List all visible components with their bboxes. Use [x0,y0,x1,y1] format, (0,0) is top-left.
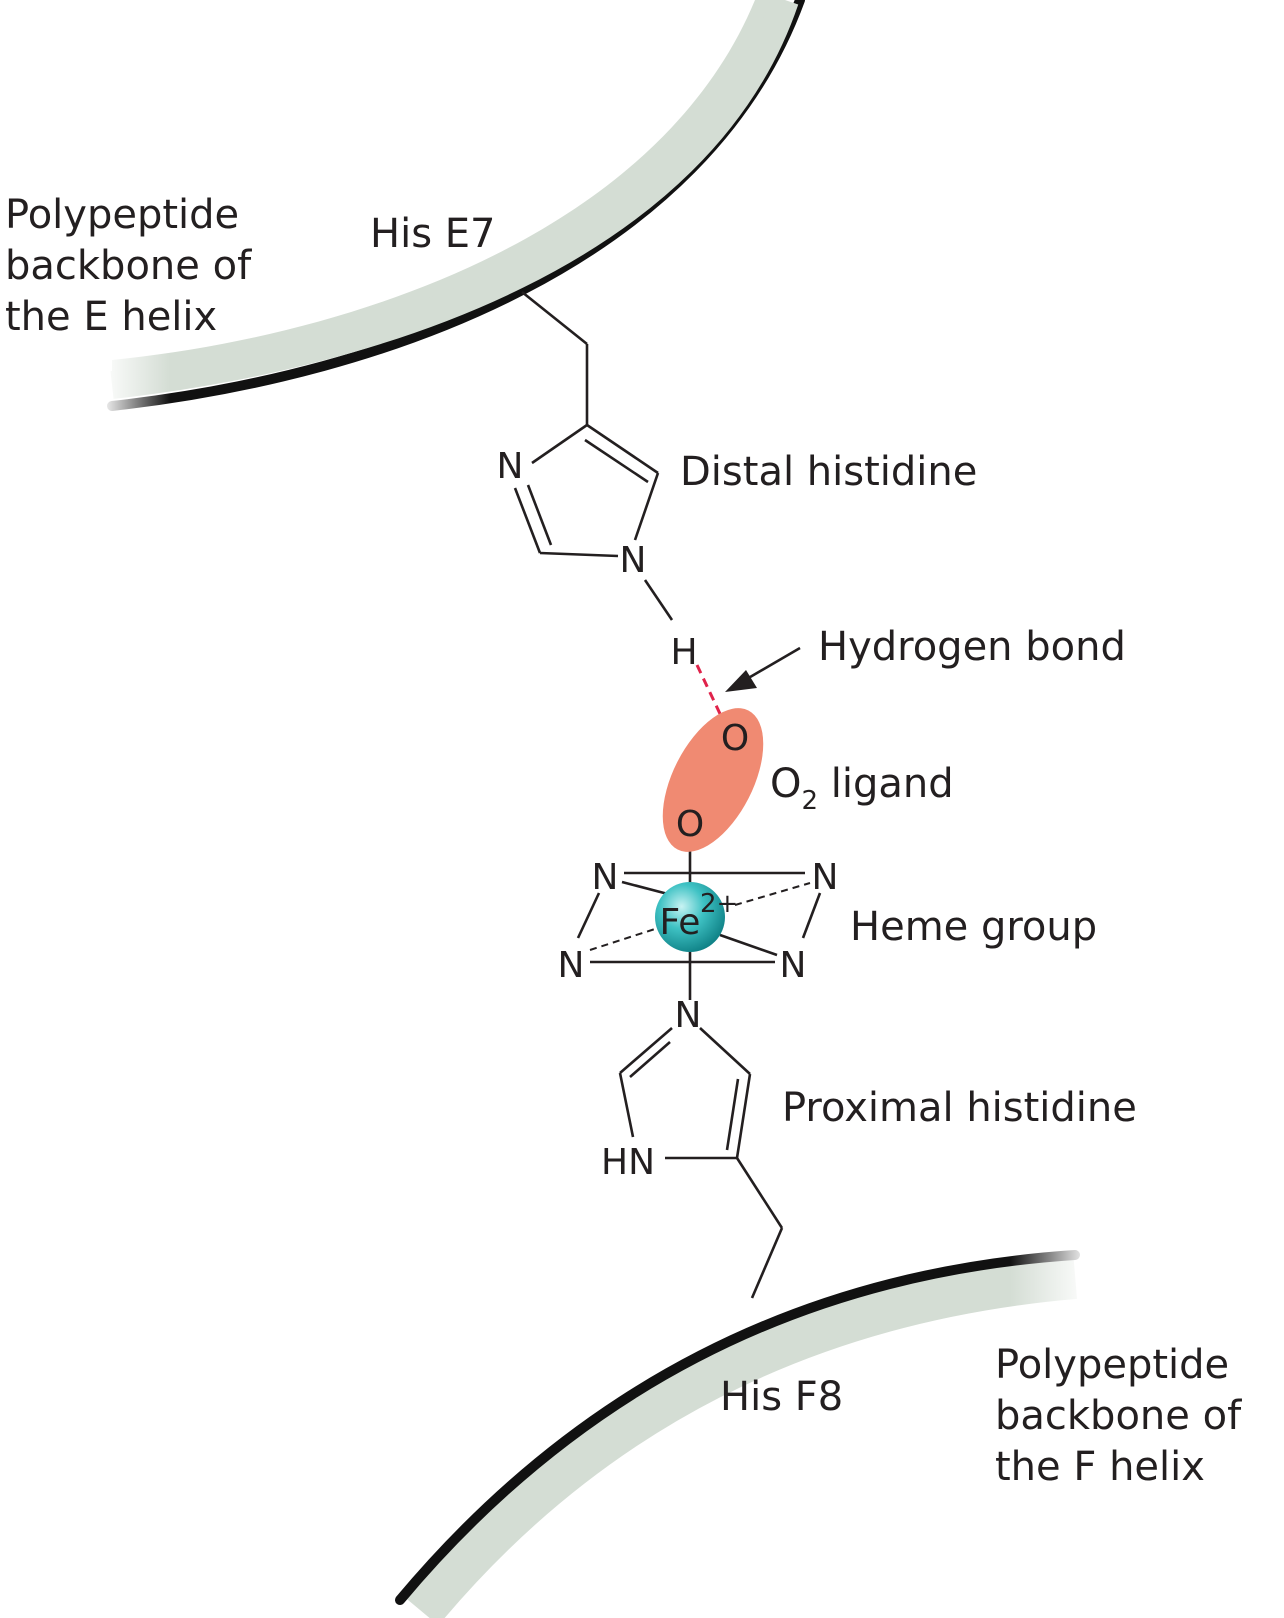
distal-h-label: H [670,632,697,673]
f-helix-label-line1: Polypeptide [995,1342,1229,1388]
o2-ligand-label: O2 ligand [770,761,954,816]
distal-n1-label: N [497,446,524,487]
oxygen-top-label: O [721,718,749,759]
hydrogen-bond-dashes [695,664,724,719]
hydrogen-bond-arrow [725,646,801,692]
proximal-n-label: N [675,995,702,1036]
heme-n-top-right: N [812,857,839,898]
oxygen-bottom-label: O [676,804,704,845]
iron-sphere [655,882,725,952]
e-helix-label-line1: Polypeptide [5,192,239,238]
distal-n2-label: N [620,540,647,581]
heme-n-top-left: N [592,857,619,898]
f-helix-label-line2: backbone of [995,1393,1242,1439]
f-helix-backbone [395,1220,1090,1618]
f-helix-label-line3: the F helix [995,1444,1205,1490]
distal-histidine-label: Distal histidine [680,449,977,495]
heme-n-bottom-left: N [558,945,585,986]
heme-group-label: Heme group [850,904,1097,950]
heme-n-bottom-right: N [780,945,807,986]
e-helix-label-line3: the E helix [5,294,217,340]
iron-label: Fe [660,902,701,943]
e-helix-label-line2: backbone of [5,243,252,289]
iron-charge-label: 2+ [700,889,738,919]
heme-dashed-bonds [589,882,811,951]
proximal-hn-label: HN [601,1142,655,1183]
his-e7-label: His E7 [370,211,495,257]
proximal-histidine-label: Proximal histidine [782,1085,1137,1131]
hydrogen-bond-label: Hydrogen bond [818,624,1126,670]
his-f8-label: His F8 [720,1374,843,1420]
e-helix-backbone [100,0,805,420]
o2-highlight [662,708,764,852]
